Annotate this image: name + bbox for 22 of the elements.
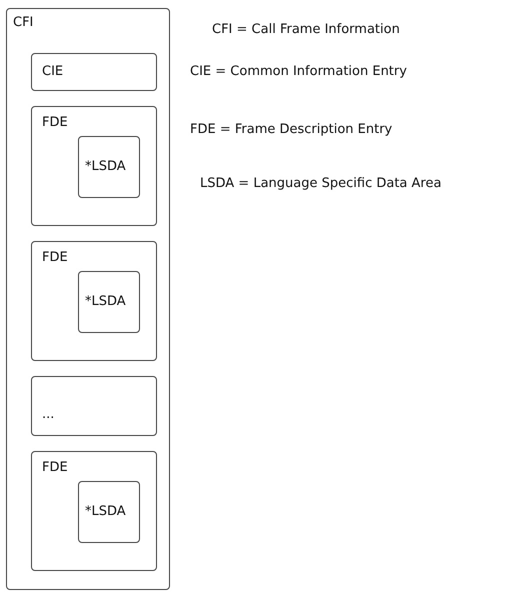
- box-title: FDE: [42, 460, 68, 475]
- nested-box: [31, 376, 157, 436]
- box-title: FDE: [42, 115, 68, 130]
- box-title: *LSDA: [85, 159, 126, 174]
- box-title: ...: [42, 407, 54, 422]
- nested-box: [31, 241, 157, 361]
- nested-box: [78, 481, 140, 543]
- nested-box: [31, 451, 157, 571]
- box-title: FDE: [42, 250, 68, 265]
- box-title: *LSDA: [85, 504, 126, 519]
- nested-box: [31, 53, 157, 91]
- box-title: CIE: [42, 64, 64, 79]
- nested-box: [6, 8, 170, 590]
- note-text: LSDA = Language Specific Data Area: [200, 176, 442, 191]
- note-text: CIE = Common Information Entry: [190, 64, 407, 79]
- nested-box: [31, 106, 157, 226]
- nested-box: [78, 136, 140, 198]
- note-text: FDE = Frame Description Entry: [190, 122, 392, 137]
- box-title: CFI: [13, 15, 34, 30]
- note-text: CFI = Call Frame Information: [212, 22, 400, 37]
- box-title: *LSDA: [85, 294, 126, 309]
- nested-box: [78, 271, 140, 333]
